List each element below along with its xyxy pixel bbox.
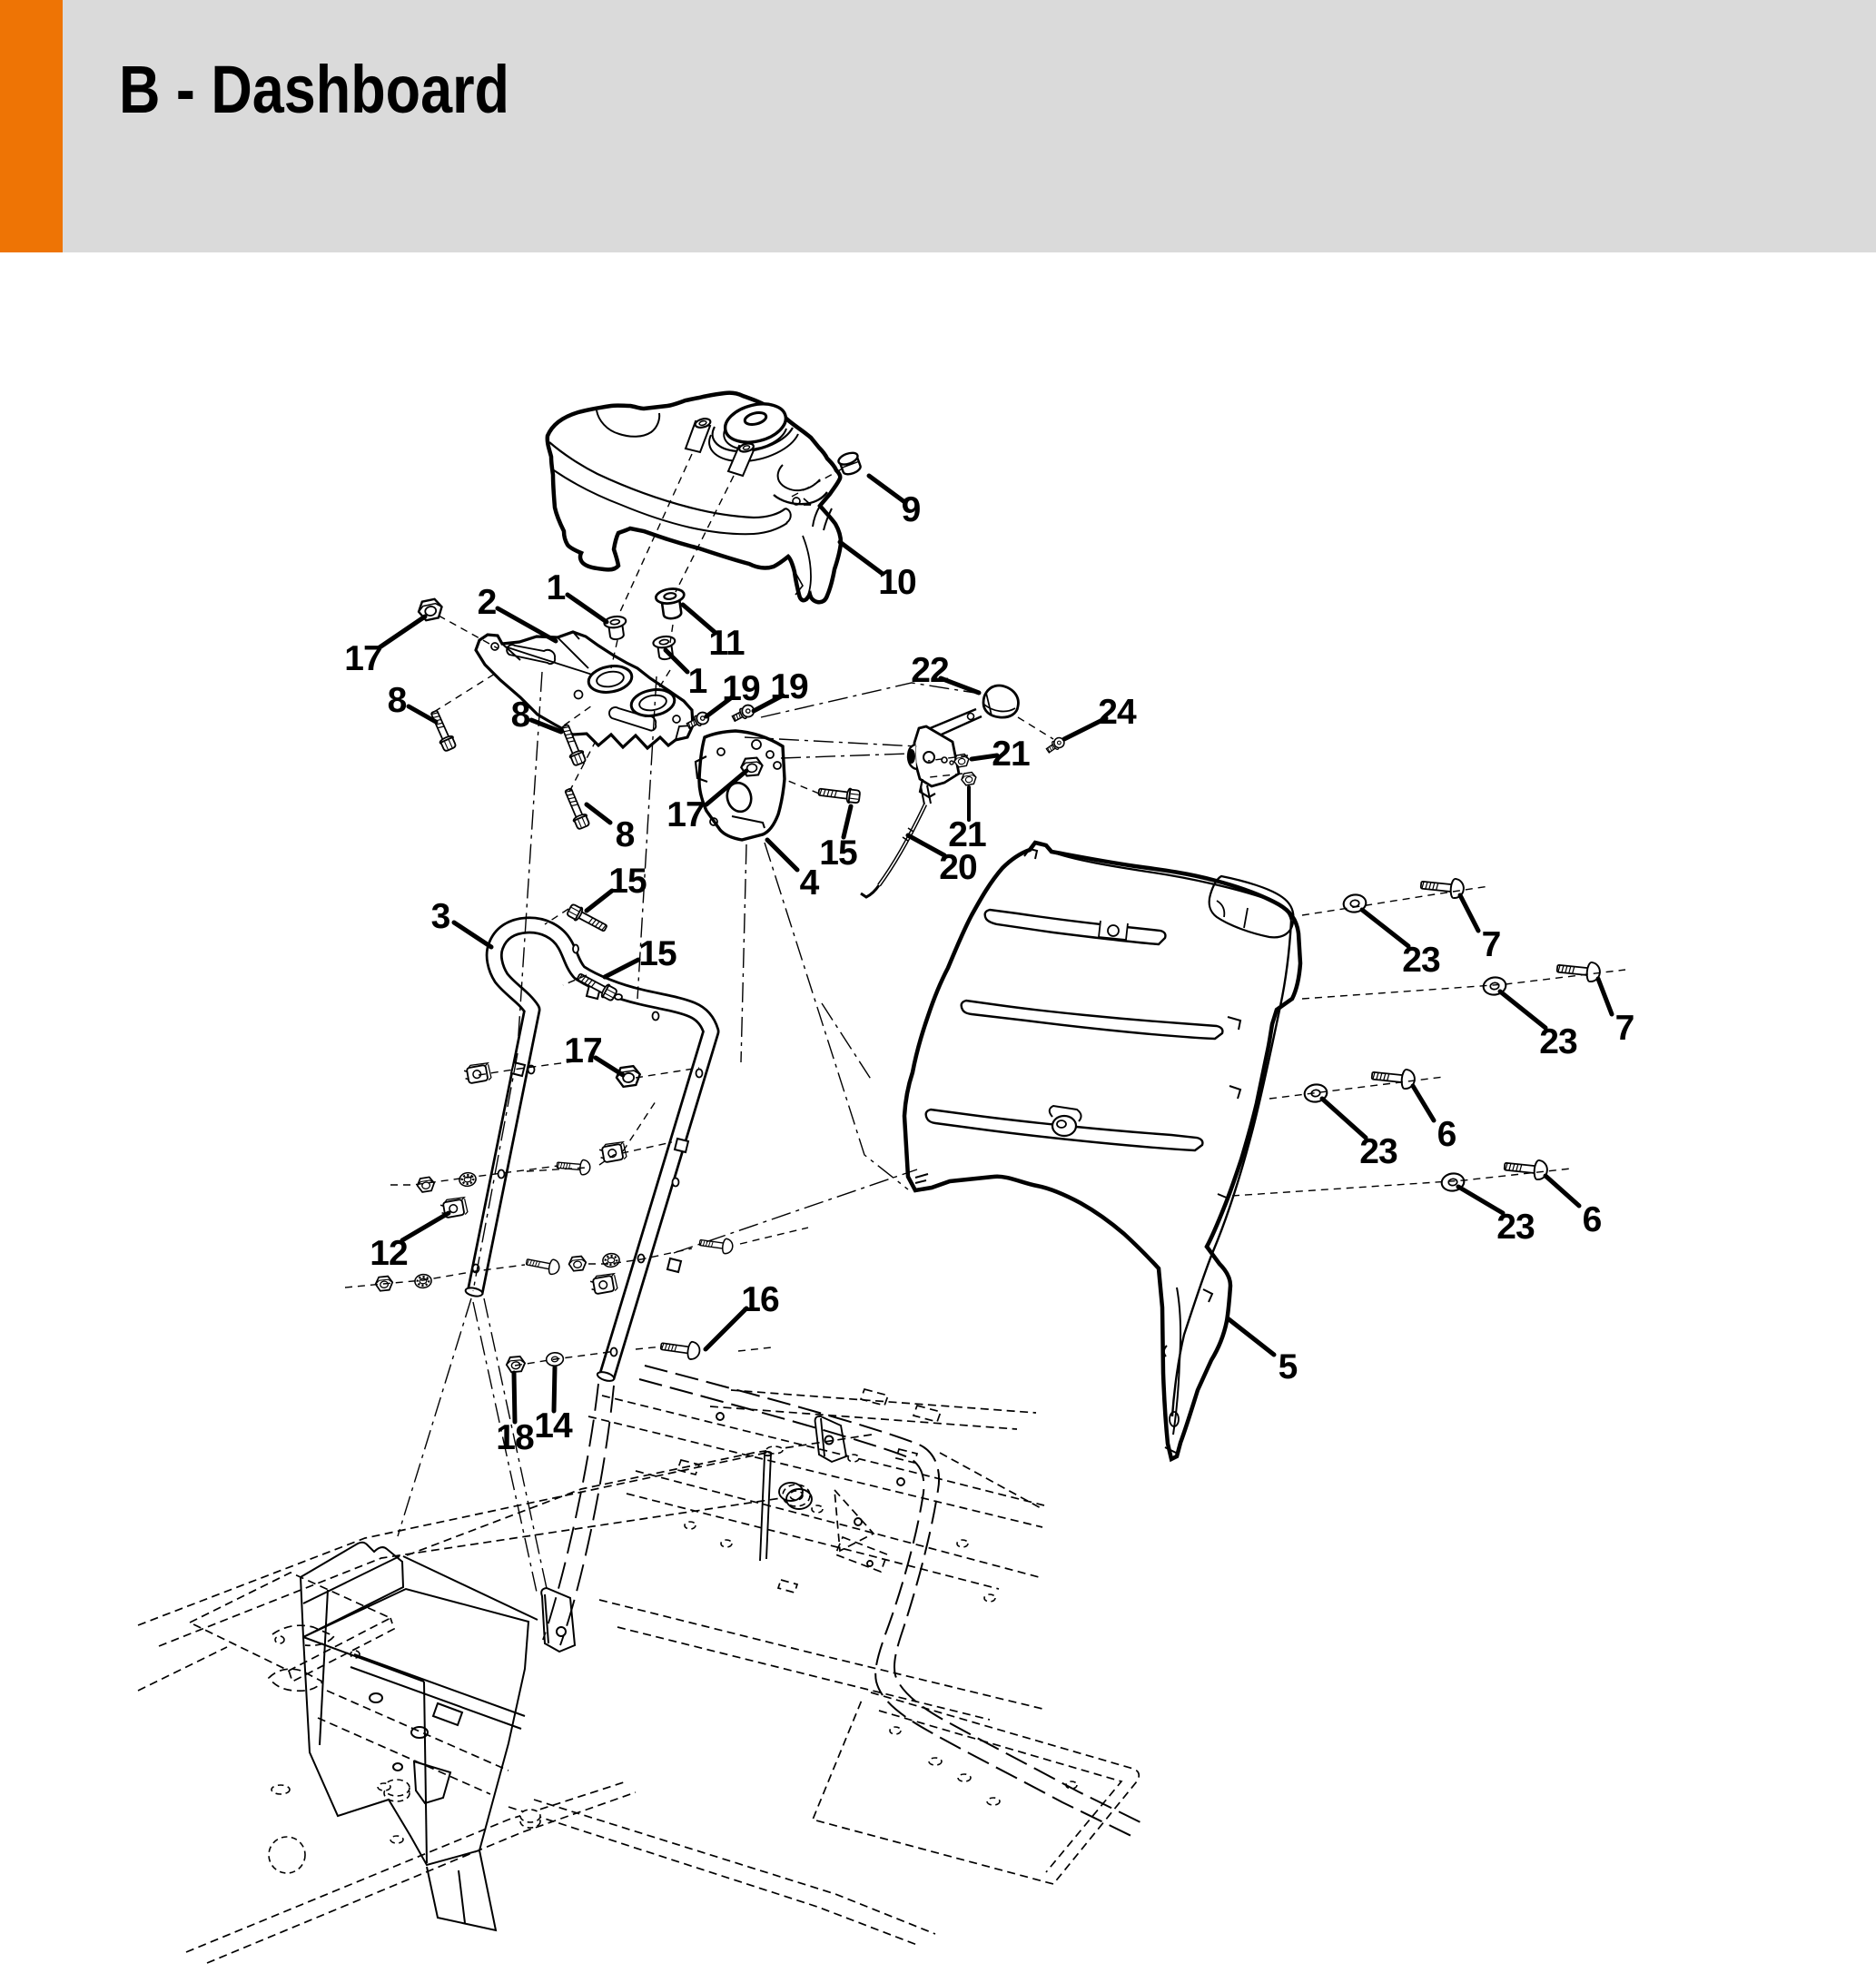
svg-text:23: 23 (1539, 1022, 1577, 1061)
svg-text:20: 20 (939, 848, 977, 887)
svg-text:12: 12 (370, 1234, 408, 1273)
svg-text:17: 17 (344, 639, 381, 678)
svg-text:21: 21 (948, 815, 986, 854)
svg-text:11: 11 (708, 624, 745, 663)
svg-text:19: 19 (722, 669, 760, 708)
svg-text:8: 8 (511, 696, 530, 735)
svg-text:24: 24 (1098, 693, 1137, 732)
svg-text:23: 23 (1496, 1208, 1535, 1247)
svg-text:15: 15 (638, 934, 676, 973)
svg-text:17: 17 (564, 1031, 601, 1070)
svg-text:3: 3 (431, 897, 450, 936)
svg-text:18: 18 (496, 1418, 534, 1457)
svg-text:23: 23 (1359, 1132, 1397, 1171)
svg-text:7: 7 (1615, 1009, 1634, 1048)
svg-text:17: 17 (666, 795, 704, 834)
svg-text:10: 10 (878, 563, 916, 602)
svg-text:2: 2 (478, 583, 497, 622)
svg-text:7: 7 (1482, 925, 1501, 964)
svg-text:21: 21 (992, 735, 1030, 774)
svg-text:16: 16 (741, 1280, 779, 1319)
svg-text:6: 6 (1583, 1200, 1602, 1239)
svg-text:15: 15 (608, 862, 647, 901)
svg-text:15: 15 (819, 834, 857, 873)
svg-text:14: 14 (534, 1406, 573, 1445)
svg-text:22: 22 (911, 651, 949, 690)
svg-text:23: 23 (1402, 941, 1440, 980)
svg-text:9: 9 (902, 490, 921, 529)
svg-text:1: 1 (547, 568, 566, 607)
svg-text:8: 8 (388, 681, 407, 720)
svg-text:8: 8 (616, 815, 635, 854)
svg-text:4: 4 (800, 863, 820, 903)
svg-text:19: 19 (770, 667, 808, 706)
svg-text:6: 6 (1437, 1115, 1456, 1154)
svg-text:1: 1 (688, 662, 707, 701)
svg-text:5: 5 (1279, 1347, 1298, 1386)
svg-text:B - Dashboard: B - Dashboard (119, 52, 509, 127)
